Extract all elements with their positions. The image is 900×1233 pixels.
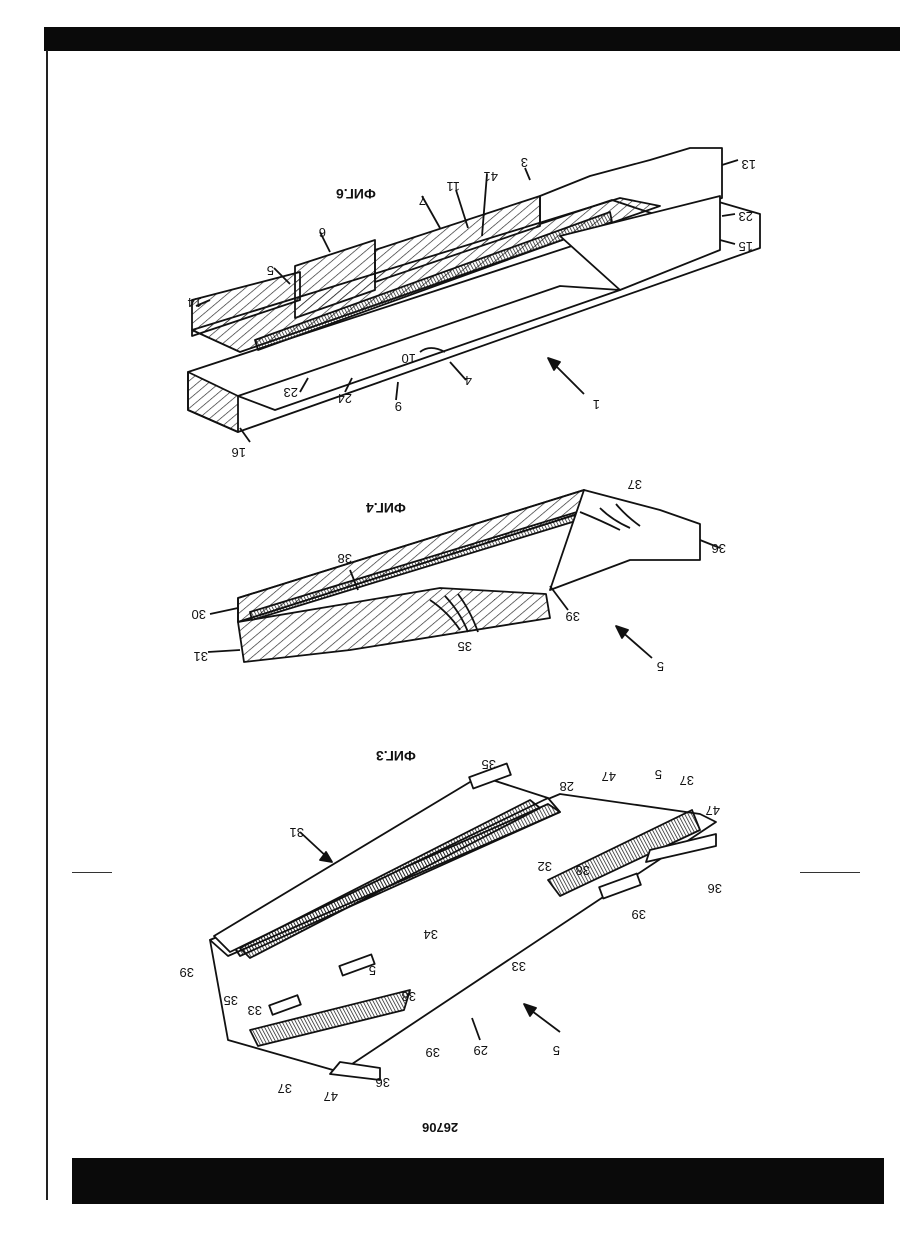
- svg-text:10: 10: [402, 351, 416, 366]
- svg-text:38: 38: [576, 863, 590, 878]
- svg-text:38: 38: [402, 989, 416, 1004]
- svg-text:4: 4: [465, 373, 472, 388]
- svg-text:28: 28: [560, 779, 574, 794]
- svg-text:37: 37: [278, 1081, 292, 1096]
- svg-text:23: 23: [739, 209, 753, 224]
- svg-text:5: 5: [655, 767, 662, 782]
- svg-text:24: 24: [338, 391, 352, 406]
- svg-text:35: 35: [482, 757, 496, 772]
- svg-text:39: 39: [632, 907, 646, 922]
- svg-text:1: 1: [593, 397, 600, 412]
- svg-text:9: 9: [395, 399, 402, 414]
- svg-text:3: 3: [521, 155, 528, 170]
- svg-text:5: 5: [657, 659, 664, 674]
- svg-text:39: 39: [566, 609, 580, 624]
- svg-text:14: 14: [188, 295, 202, 310]
- svg-text:35: 35: [224, 993, 238, 1008]
- svg-text:37: 37: [680, 773, 694, 788]
- svg-text:32: 32: [538, 859, 552, 874]
- svg-text:38: 38: [338, 551, 352, 566]
- svg-text:5: 5: [553, 1043, 560, 1058]
- svg-text:13: 13: [742, 157, 756, 172]
- svg-text:37: 37: [628, 477, 642, 492]
- svg-text:7: 7: [419, 193, 426, 208]
- document-number: 26706: [422, 1120, 458, 1135]
- svg-text:39: 39: [426, 1045, 440, 1060]
- svg-text:23: 23: [284, 385, 298, 400]
- svg-text:11: 11: [447, 179, 461, 194]
- svg-text:5: 5: [267, 263, 274, 278]
- svg-text:35: 35: [458, 639, 472, 654]
- svg-text:36: 36: [708, 881, 722, 896]
- svg-text:5: 5: [369, 963, 376, 978]
- svg-text:33: 33: [248, 1003, 262, 1018]
- figure-3-caption: ФИГ.3: [376, 748, 416, 764]
- svg-text:33: 33: [512, 959, 526, 974]
- svg-text:34: 34: [424, 927, 438, 942]
- figure-6-caption: ФИГ.6: [336, 186, 376, 202]
- svg-text:41: 41: [484, 169, 498, 184]
- svg-text:16: 16: [232, 445, 246, 460]
- svg-text:31: 31: [194, 649, 208, 664]
- svg-text:36: 36: [376, 1075, 390, 1090]
- svg-text:47: 47: [602, 769, 616, 784]
- svg-text:6: 6: [319, 225, 326, 240]
- svg-text:47: 47: [706, 803, 720, 818]
- svg-text:30: 30: [192, 607, 206, 622]
- svg-text:29: 29: [474, 1043, 488, 1058]
- figure-4-caption: ФИГ.4: [366, 500, 406, 516]
- svg-text:47: 47: [324, 1089, 338, 1104]
- svg-text:15: 15: [739, 239, 753, 254]
- figure-4-drawing: [208, 490, 720, 662]
- svg-text:39: 39: [180, 965, 194, 980]
- svg-text:36: 36: [712, 541, 726, 556]
- figure-6-drawing: [188, 148, 760, 442]
- svg-text:31: 31: [290, 825, 304, 840]
